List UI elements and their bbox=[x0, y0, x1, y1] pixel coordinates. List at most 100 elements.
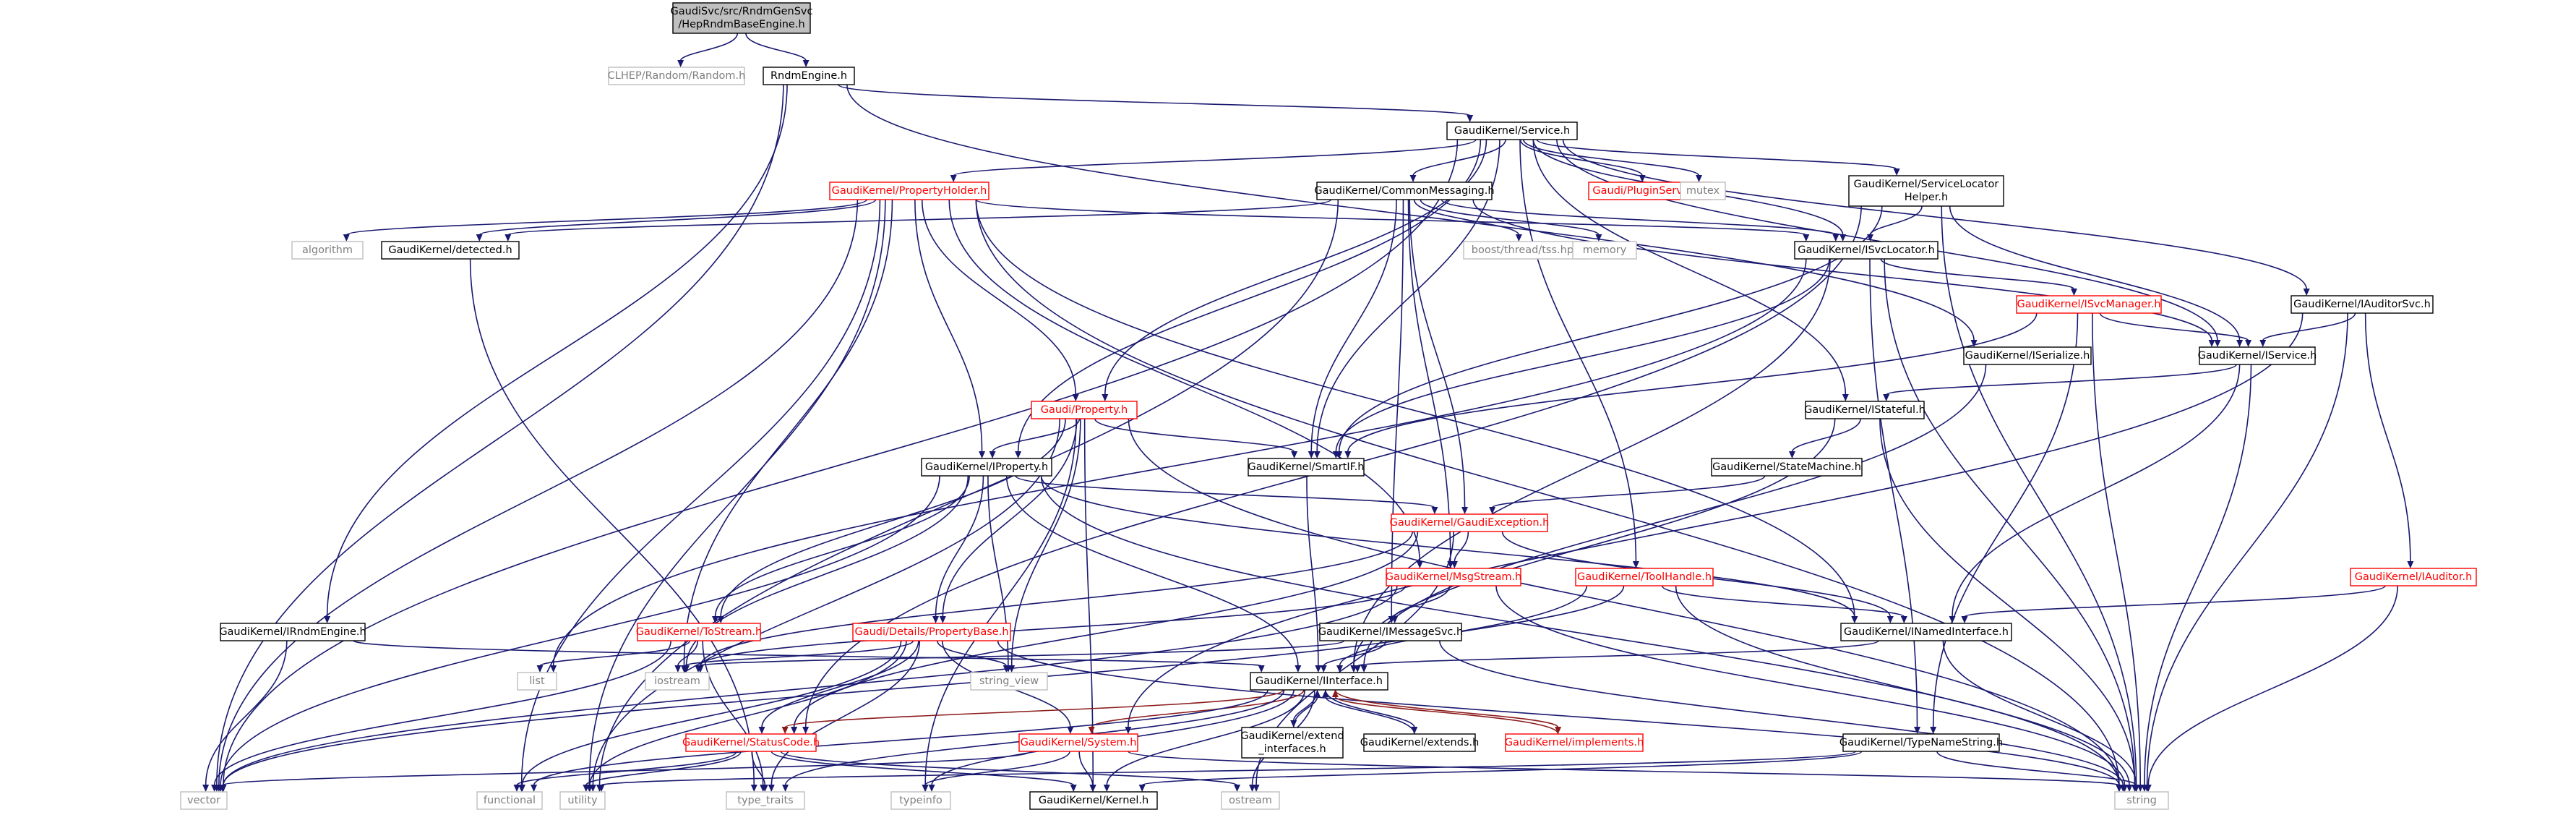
arrowhead-propertybase-to-functional bbox=[519, 785, 526, 792]
arrowhead-smartif-to-iinterface bbox=[1315, 665, 1322, 673]
node-smartif[interactable]: GaudiKernel/SmartIF.h bbox=[1248, 458, 1365, 477]
node-label-root: /HepRndmBaseEngine.h bbox=[678, 19, 804, 30]
node-label-implements: GaudiKernel/implements.h bbox=[1505, 737, 1644, 748]
edge-propholder-to-inamedinterface bbox=[975, 199, 1855, 618]
node-extends[interactable]: GaudiKernel/extends.h bbox=[1360, 733, 1480, 752]
edge-gaudiproperty-to-propertybase bbox=[942, 418, 1078, 618]
node-root[interactable]: GaudiSvc/src/RndmGenSvc/HepRndmBaseEngin… bbox=[671, 2, 813, 34]
node-istateful[interactable]: GaudiKernel/IStateful.h bbox=[1804, 401, 1925, 419]
edge-propholder-to-isvclocator bbox=[975, 199, 1807, 236]
edge-svclocatorhelper-to-string bbox=[1941, 205, 2137, 786]
arrowhead-extends-to-iinterface bbox=[1322, 690, 1329, 697]
arrowhead-isvclocator-to-list bbox=[550, 665, 557, 673]
node-msgstream[interactable]: GaudiKernel/MsgStream.h bbox=[1386, 568, 1522, 586]
node-box-iinterface bbox=[1250, 672, 1388, 691]
node-box-isvcmanager bbox=[2016, 295, 2162, 314]
edge-typenamestring-to-kernel bbox=[1141, 751, 1863, 786]
edge-statuscode-to-kernel bbox=[770, 751, 1074, 786]
edge-isvclocator-to-list bbox=[552, 258, 1807, 667]
node-toolhandle[interactable]: GaudiKernel/ToolHandle.h bbox=[1575, 568, 1714, 586]
edge-service-to-commonmsg bbox=[1412, 139, 1506, 176]
arrowhead-gaudiexception-to-statuscode bbox=[791, 727, 798, 734]
node-gaudiexception[interactable]: GaudiKernel/GaudiException.h bbox=[1390, 513, 1550, 532]
arrowhead-iinterface-to-system bbox=[1088, 727, 1095, 734]
node-box-isvclocator bbox=[1794, 241, 1939, 260]
arrowhead-root-to-clhep bbox=[677, 60, 684, 67]
node-typenamestring[interactable]: GaudiKernel/TypeNameString.h bbox=[1839, 733, 2003, 752]
edge-tostream-to-vector bbox=[213, 640, 671, 786]
edge-implements-to-iinterface bbox=[1334, 696, 1559, 735]
edge-iservice-to-inamedinterface bbox=[1952, 364, 2241, 618]
edge-commonmsg-to-memory bbox=[1420, 199, 1600, 236]
node-implements[interactable]: GaudiKernel/implements.h bbox=[1505, 733, 1644, 752]
node-commonmsg[interactable]: GaudiKernel/CommonMessaging.h bbox=[1314, 182, 1495, 200]
node-detected[interactable]: GaudiKernel/detected.h bbox=[381, 241, 520, 260]
node-iservice[interactable]: GaudiKernel/IService.h bbox=[2198, 346, 2317, 365]
node-propholder[interactable]: GaudiKernel/PropertyHolder.h bbox=[829, 182, 989, 200]
edge-iauditor-to-inamedinterface bbox=[1964, 585, 2386, 618]
arrowhead-service-to-iproperty bbox=[1015, 451, 1022, 458]
arrowhead-irndmengine-to-iinterface bbox=[1258, 665, 1265, 673]
node-propertybase[interactable]: Gaudi/Details/PropertyBase.h bbox=[852, 623, 1011, 641]
arrowhead-service-to-smartif bbox=[1313, 451, 1321, 458]
edge-root-to-clhep bbox=[679, 33, 739, 61]
node-box-svclocatorhelper bbox=[1848, 175, 2004, 207]
node-box-msgstream bbox=[1386, 568, 1521, 586]
node-label-typeinfo: typeinfo bbox=[899, 795, 943, 806]
node-imessagesvc[interactable]: GaudiKernel/IMessageSvc.h bbox=[1318, 623, 1463, 641]
node-service[interactable]: GaudiKernel/Service.h bbox=[1446, 121, 1578, 140]
node-system[interactable]: GaudiKernel/System.h bbox=[1018, 733, 1138, 752]
arrowhead-iinterface-to-ostream bbox=[1249, 785, 1256, 792]
arrowhead-extendinterfaces-to-iinterface bbox=[1314, 690, 1321, 697]
arrowhead-service-to-propholder bbox=[950, 175, 957, 182]
node-label-tostream: GaudiKernel/ToStream.h bbox=[636, 626, 763, 638]
node-label-algorithm: algorithm bbox=[302, 244, 353, 256]
node-label-commonmsg: GaudiKernel/CommonMessaging.h bbox=[1314, 185, 1494, 197]
edge-svclocatorhelper-to-iservice bbox=[1949, 205, 2241, 341]
edge-system-to-vector bbox=[222, 751, 1031, 786]
edge-commonmsg-to-imessagesvc bbox=[1391, 199, 1404, 618]
node-string: string bbox=[2114, 791, 2169, 810]
node-irndmengine[interactable]: GaudiKernel/IRndmEngine.h bbox=[219, 623, 366, 641]
node-gaudiproperty[interactable]: Gaudi/Property.h bbox=[1031, 401, 1138, 419]
edge-statemachine-to-gaudiexception bbox=[1491, 475, 1766, 508]
node-statemachine[interactable]: GaudiKernel/StateMachine.h bbox=[1711, 458, 1863, 477]
arrowhead-service-to-iauditorsvc bbox=[2303, 289, 2310, 296]
node-string_view: string_view bbox=[970, 672, 1048, 691]
arrowhead-isvclocator-to-isvcmanager bbox=[2070, 289, 2077, 296]
node-box-tostream bbox=[637, 623, 761, 641]
arrowhead-toolhandle-to-inamedinterface bbox=[1900, 616, 1907, 623]
edge-propertybase-to-statuscode bbox=[761, 640, 919, 728]
node-inamedinterface[interactable]: GaudiKernel/INamedInterface.h bbox=[1840, 623, 2012, 641]
edge-propholder-to-iproperty bbox=[914, 199, 983, 453]
arrowhead-isvclocator-to-typenamestring bbox=[1914, 727, 1921, 734]
node-label-extendinterfaces: GaudiKernel/extend bbox=[1240, 730, 1344, 742]
arrowhead-system-to-vector bbox=[219, 785, 226, 792]
node-iinterface[interactable]: GaudiKernel/IInterface.h bbox=[1250, 672, 1388, 691]
node-statuscode[interactable]: GaudiKernel/StatusCode.h bbox=[682, 733, 820, 752]
edge-iinterface-to-functional bbox=[533, 689, 1268, 786]
edge-toolhandle-to-inamedinterface bbox=[1661, 585, 1905, 618]
edge-propertybase-to-type_traits bbox=[770, 640, 921, 786]
edge-tostream-to-iostream bbox=[677, 640, 699, 667]
node-kernel[interactable]: GaudiKernel/Kernel.h bbox=[1029, 791, 1158, 810]
node-tostream[interactable]: GaudiKernel/ToStream.h bbox=[636, 623, 763, 641]
node-iserialize[interactable]: GaudiKernel/ISerialize.h bbox=[1963, 346, 2092, 365]
node-iproperty[interactable]: GaudiKernel/IProperty.h bbox=[921, 458, 1052, 477]
node-box-rndmengine bbox=[763, 67, 855, 85]
node-label-iproperty: GaudiKernel/IProperty.h bbox=[925, 461, 1048, 473]
node-box-system bbox=[1018, 733, 1138, 752]
node-isvclocator[interactable]: GaudiKernel/ISvcLocator.h bbox=[1794, 241, 1939, 260]
node-box-root bbox=[672, 2, 811, 34]
edge-commonmsg-to-iservice bbox=[1472, 199, 2212, 341]
node-label-clhep: CLHEP/Random/Random.h bbox=[608, 70, 746, 82]
node-rndmengine[interactable]: RndmEngine.h bbox=[763, 67, 855, 85]
arrowhead-commonmsg-to-isvclocator bbox=[1832, 234, 1839, 242]
node-iauditor[interactable]: GaudiKernel/IAuditor.h bbox=[2350, 568, 2477, 586]
node-extendinterfaces[interactable]: GaudiKernel/extend_interfaces.h bbox=[1240, 727, 1344, 759]
arrowhead-gaudiproperty-to-propertybase bbox=[939, 616, 946, 623]
edge-inamedinterface-to-iinterface bbox=[1357, 640, 1879, 667]
node-isvcmanager[interactable]: GaudiKernel/ISvcManager.h bbox=[2016, 295, 2162, 314]
node-iauditorsvc[interactable]: GaudiKernel/IAuditorSvc.h bbox=[2291, 295, 2434, 314]
